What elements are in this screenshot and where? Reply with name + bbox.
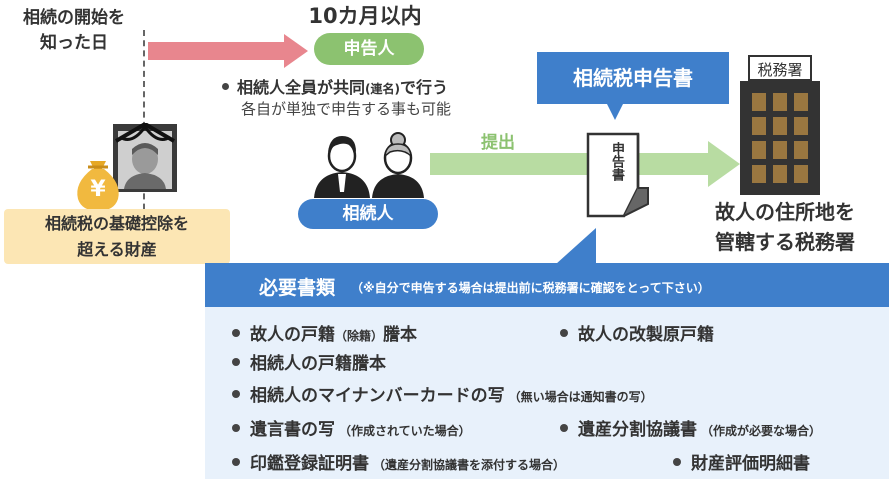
tax-office-line2: 管轄する税務署 xyxy=(715,230,855,254)
doc-item-3: 相続人の戸籍謄本 xyxy=(232,349,386,374)
doc-item-note: （作成されていた場合） xyxy=(339,424,471,438)
tax-return-callout: 相続税申告書 xyxy=(537,52,729,104)
bullet-dot-icon xyxy=(232,390,240,398)
required-docs-note: （※自分で申告する場合は提出前に税務署に確認をとって下さい） xyxy=(351,281,710,295)
doc-item-label: 財産評価明細書 xyxy=(691,454,810,474)
doc-item-suffix: 謄本 xyxy=(383,325,418,345)
tax-return-document: 申告書 xyxy=(586,132,656,218)
filer-sub: 各自が単独で申告する事も可能 xyxy=(241,100,452,118)
bullet-dot-icon xyxy=(232,329,240,337)
building-icon xyxy=(740,81,820,195)
doc-item-label: 故人の改製原戸籍 xyxy=(578,325,714,345)
filer-bullet-main: 相続人全員が共同 xyxy=(237,78,366,97)
submit-arrow-icon xyxy=(430,141,740,187)
filer-bullet-paren: (連名) xyxy=(365,82,400,96)
tax-office-building: 税務署 xyxy=(740,55,820,195)
callout-pointer xyxy=(607,104,623,120)
bullet-dot-icon xyxy=(232,358,240,366)
bullet-dot-icon xyxy=(673,458,681,466)
filer-pill: 申告人 xyxy=(314,33,424,65)
doc-item-label: 遺産分割協議書 xyxy=(578,420,697,440)
required-docs-title: 必要書類 xyxy=(259,277,336,299)
doc-item-label: 故人の戸籍 xyxy=(250,325,335,345)
money-bag: ¥ xyxy=(70,153,126,213)
deadline-arrow xyxy=(148,34,308,68)
deadline-period: 10カ月以内 xyxy=(308,4,422,28)
bullet-dot-icon xyxy=(232,424,240,432)
doc-item-label: 印鑑登録証明書 xyxy=(250,454,369,474)
doc-item-4: 相続人のマイナンバーカードの写（無い場合は通知書の写） xyxy=(232,381,653,406)
filer-bullet: 相続人全員が共同(連名)で行う xyxy=(222,74,448,98)
heirs-pill: 相続人 xyxy=(298,199,438,229)
deceased-portrait-icon xyxy=(113,121,177,192)
docs-pointer xyxy=(556,228,596,264)
doc-item-note: （無い場合は通知書の写） xyxy=(508,390,653,404)
tax-office-line1: 故人の住所地を xyxy=(715,200,855,224)
filer-bullet-end: で行う xyxy=(400,78,449,97)
document-icon xyxy=(586,132,649,218)
tax-office-sign: 税務署 xyxy=(748,55,812,81)
doc-item-label: 相続人のマイナンバーカードの写 xyxy=(250,386,505,406)
start-date-line2: 知った日 xyxy=(40,33,108,53)
doc-item-1: 故人の戸籍（除籍）謄本 xyxy=(232,320,417,345)
money-bag-icon xyxy=(77,161,119,211)
heirs-people-icon xyxy=(314,132,424,198)
doc-item-note: （遺産分割協議書を添付する場合） xyxy=(373,458,566,472)
start-date-label: 相続の開始を 知った日 xyxy=(4,6,144,56)
doc-item-5: 遺言書の写 （作成されていた場合） xyxy=(232,415,471,440)
yen-symbol: ¥ xyxy=(90,177,106,202)
estate-line1: 相続税の基礎控除を xyxy=(44,214,189,233)
document-vertical-text: 申告書 xyxy=(609,142,624,181)
estate-box: 相続税の基礎控除を 超える財産 xyxy=(4,209,230,264)
doc-item-label: 相続人の戸籍謄本 xyxy=(250,354,386,374)
deadline-arrow-icon xyxy=(148,34,308,68)
doc-item-label: 遺言書の写 xyxy=(250,420,335,440)
heirs-illustration xyxy=(310,128,430,198)
required-docs-header: 必要書類 （※自分で申告する場合は提出前に税務署に確認をとって下さい） xyxy=(205,263,889,307)
bullet-dot-icon xyxy=(232,458,240,466)
estate-line2: 超える財産 xyxy=(77,240,157,259)
bullet-dot-icon xyxy=(560,329,568,337)
bullet-dot-icon xyxy=(222,83,229,90)
doc-item-note: （除籍） xyxy=(335,329,384,343)
doc-item-note: （作成が必要な場合） xyxy=(701,424,822,438)
doc-item-8: 財産評価明細書 xyxy=(673,449,810,474)
doc-item-7: 印鑑登録証明書 （遺産分割協議書を添付する場合） xyxy=(232,449,565,474)
submit-label: 提出 xyxy=(481,133,515,153)
tax-office-label: 故人の住所地を 管轄する税務署 xyxy=(690,197,880,257)
bullet-dot-icon xyxy=(560,424,568,432)
doc-item-2: 故人の改製原戸籍 xyxy=(560,320,714,345)
submit-arrow xyxy=(430,141,740,187)
deceased-portrait xyxy=(112,121,178,193)
start-date-line1: 相続の開始を xyxy=(23,8,125,28)
doc-item-6: 遺産分割協議書 （作成が必要な場合） xyxy=(560,415,821,440)
